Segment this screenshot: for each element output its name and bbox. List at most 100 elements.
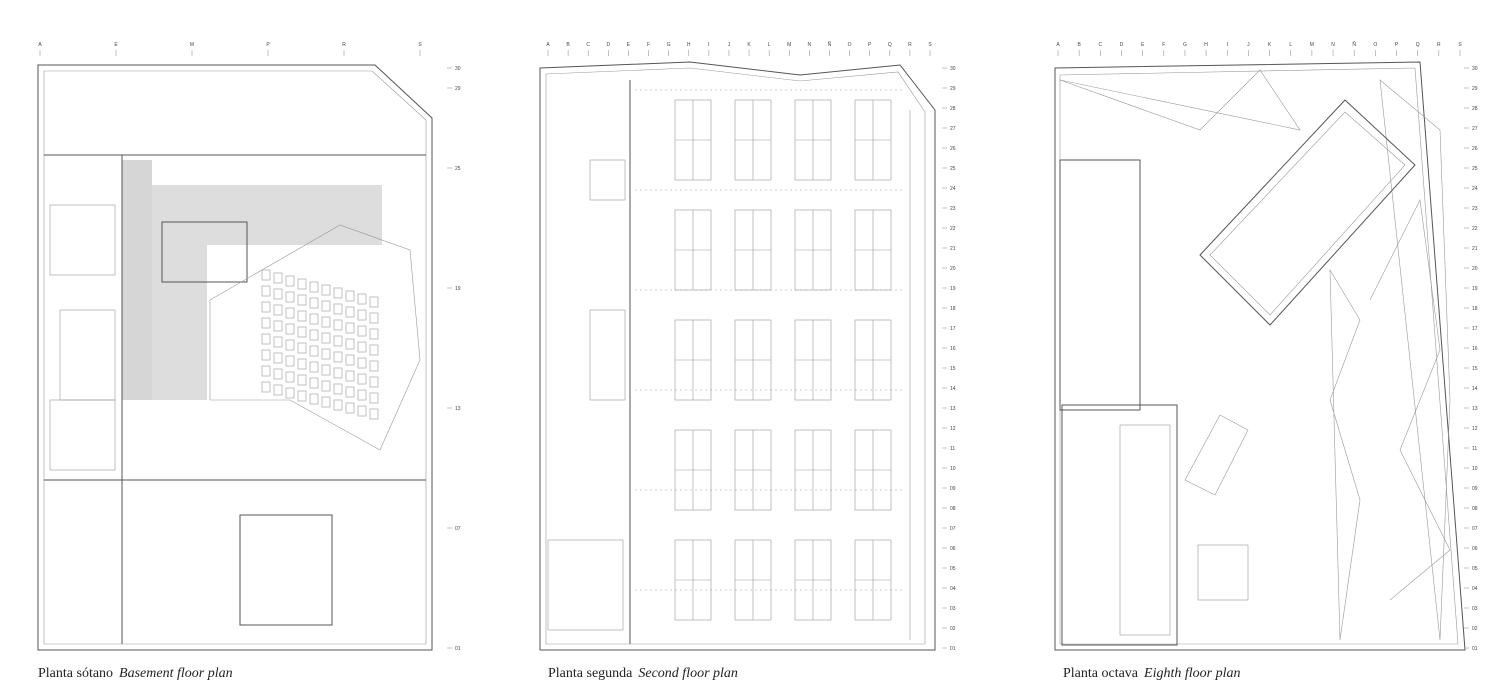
seat bbox=[333, 335, 343, 347]
seat bbox=[261, 285, 271, 297]
seat bbox=[333, 399, 343, 411]
grid-letter: R bbox=[342, 42, 346, 48]
grid-number: 01 bbox=[455, 646, 461, 652]
seat bbox=[369, 392, 379, 404]
grid-number: 25 bbox=[455, 166, 461, 172]
seat bbox=[285, 307, 295, 319]
seat bbox=[273, 384, 283, 396]
grid-number: 19 bbox=[455, 286, 461, 292]
seat bbox=[273, 272, 283, 284]
caption-english: Second floor plan bbox=[638, 666, 738, 681]
grid-letter: F bbox=[1162, 42, 1165, 48]
grid-letter: I bbox=[1227, 42, 1228, 48]
seat bbox=[261, 365, 271, 377]
seat bbox=[297, 326, 307, 338]
seat bbox=[297, 390, 307, 402]
grid-letter: K bbox=[747, 42, 751, 48]
grid-letter: H bbox=[687, 42, 691, 48]
seat bbox=[261, 333, 271, 345]
seat bbox=[345, 354, 355, 366]
grid-number: 09 bbox=[950, 486, 956, 492]
grid-number: 28 bbox=[950, 106, 956, 112]
grid-number: 16 bbox=[1472, 346, 1478, 352]
seat bbox=[345, 386, 355, 398]
seat bbox=[357, 373, 367, 385]
seat bbox=[345, 370, 355, 382]
seat bbox=[285, 355, 295, 367]
seat bbox=[297, 342, 307, 354]
seat bbox=[333, 367, 343, 379]
seat bbox=[309, 361, 319, 373]
grid-letter: P bbox=[1395, 42, 1399, 48]
grid-letter: E bbox=[627, 42, 631, 48]
grid-number: 05 bbox=[1472, 566, 1478, 572]
grid-letter: P bbox=[868, 42, 872, 48]
seat bbox=[369, 328, 379, 340]
seat bbox=[273, 336, 283, 348]
seat bbox=[297, 278, 307, 290]
grid-number: 19 bbox=[950, 286, 956, 292]
grid-number: 11 bbox=[1472, 446, 1477, 452]
grid-number: 21 bbox=[950, 246, 956, 252]
grid-letter: A bbox=[1056, 42, 1060, 48]
grid-number: 27 bbox=[950, 126, 956, 132]
grid-number: 29 bbox=[1472, 86, 1478, 92]
seat bbox=[261, 269, 271, 281]
grid-letter: S bbox=[928, 42, 932, 48]
grid-number: 05 bbox=[950, 566, 956, 572]
seat bbox=[309, 313, 319, 325]
seat bbox=[297, 294, 307, 306]
grid-letter: C bbox=[1099, 42, 1103, 48]
seat bbox=[285, 387, 295, 399]
seat bbox=[309, 393, 319, 405]
grid-number: 04 bbox=[1472, 586, 1478, 592]
seat bbox=[333, 303, 343, 315]
grid-number: 01 bbox=[950, 646, 956, 652]
grid-number: 16 bbox=[950, 346, 956, 352]
grid-letter: G bbox=[667, 42, 671, 48]
grid-letter: F bbox=[647, 42, 650, 48]
grid-number: 30 bbox=[1472, 66, 1478, 72]
seat bbox=[261, 349, 271, 361]
grid-number: 17 bbox=[1472, 326, 1478, 332]
grid-number: 18 bbox=[950, 306, 956, 312]
seat bbox=[369, 344, 379, 356]
grid-number: 11 bbox=[950, 446, 955, 452]
grid-number: 22 bbox=[950, 226, 956, 232]
grid-letter: S bbox=[1458, 42, 1462, 48]
seat bbox=[285, 275, 295, 287]
grid-number: 03 bbox=[1472, 606, 1478, 612]
grid-number: 10 bbox=[1472, 466, 1478, 472]
grid-letter: O bbox=[1373, 42, 1377, 48]
seat bbox=[261, 381, 271, 393]
grid-number: 14 bbox=[1472, 386, 1478, 392]
grid-number: 07 bbox=[950, 526, 956, 532]
grid-letter: O bbox=[848, 42, 852, 48]
seat bbox=[345, 306, 355, 318]
grid-number: 07 bbox=[455, 526, 461, 532]
caption-english: Basement floor plan bbox=[119, 666, 233, 681]
seat bbox=[285, 371, 295, 383]
seat bbox=[273, 368, 283, 380]
grid-number: 02 bbox=[950, 626, 956, 632]
grid-number: 08 bbox=[950, 506, 956, 512]
seat bbox=[285, 291, 295, 303]
grid-letter: M bbox=[190, 42, 194, 48]
grid-number: 13 bbox=[1472, 406, 1478, 412]
seat bbox=[357, 389, 367, 401]
grid-letter: D bbox=[1120, 42, 1124, 48]
seat bbox=[297, 358, 307, 370]
seat bbox=[309, 329, 319, 341]
grid-number: 15 bbox=[950, 366, 956, 372]
seat bbox=[297, 374, 307, 386]
seat bbox=[321, 364, 331, 376]
grid-letter: L bbox=[1289, 42, 1292, 48]
grid-number: 06 bbox=[1472, 546, 1478, 552]
grid-number: 19 bbox=[1472, 286, 1478, 292]
grid-letter: N bbox=[808, 42, 812, 48]
